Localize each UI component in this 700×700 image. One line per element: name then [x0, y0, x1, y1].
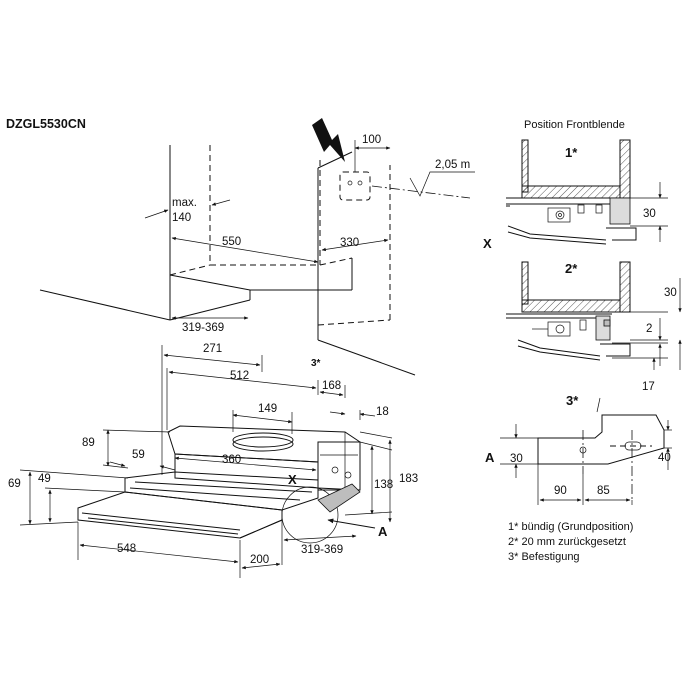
marker-1: 1*: [565, 145, 578, 160]
position-title: Position Frontblende: [524, 119, 625, 131]
legend: 1* bündig (Grundposition) 2* 20 mm zurüc…: [508, 521, 633, 563]
detail-1: 1* 30: [506, 139, 668, 245]
electric-lightning-icon: [312, 118, 345, 162]
dim-360: 360: [222, 454, 241, 466]
dim-319-369-main: 319-369: [301, 544, 343, 556]
detail3-dim-40: 40: [658, 452, 671, 464]
hood-main-view: 3* 271 512 168 149 18: [8, 343, 418, 578]
dim-200: 200: [250, 554, 269, 566]
legend-item-1: 1* bündig (Grundposition): [508, 521, 633, 533]
dim-89: 89: [82, 437, 95, 449]
detail-3: 3* A 30 40 90 85: [485, 393, 672, 505]
installation-view: max. 140 550 330 319-369 100 2,05 m: [39, 118, 475, 376]
marker-x-main: X: [288, 472, 297, 487]
dim-183: 183: [399, 473, 418, 485]
dim-59: 59: [132, 449, 145, 461]
dim-168: 168: [322, 380, 341, 392]
legend-item-3: 3* Befestigung: [508, 551, 580, 563]
dim-330: 330: [340, 237, 359, 249]
marker-2: 2*: [565, 261, 578, 276]
dim-319-369-top: 319-369: [182, 322, 224, 334]
dim-550: 550: [222, 236, 241, 248]
dim-49: 49: [38, 473, 51, 485]
dim-18: 18: [376, 406, 389, 418]
dim-69: 69: [8, 478, 21, 490]
detail2-dim-30: 30: [664, 287, 677, 299]
max-value: 140: [172, 212, 191, 224]
detail1-dim-30: 30: [643, 208, 656, 220]
detail2-dim-17: 17: [642, 381, 655, 393]
dim-548: 548: [117, 543, 136, 555]
marker-a-left: A: [485, 450, 495, 465]
detail3-dim-90: 90: [554, 485, 567, 497]
dim-149: 149: [258, 403, 277, 415]
model-title: DZGL5530CN: [6, 117, 86, 131]
dim-512: 512: [230, 370, 249, 382]
dim-271: 271: [203, 343, 222, 355]
marker-a-main: A: [378, 524, 388, 539]
detail-2: 2* 30 2 17: [506, 261, 682, 393]
legend-item-2: 2* 20 mm zurückgesetzt: [508, 536, 626, 548]
detail3-dim-85: 85: [597, 485, 610, 497]
marker-x-left: X: [483, 236, 492, 251]
dim-100: 100: [362, 134, 381, 146]
marker-3: 3*: [566, 393, 579, 408]
detail3-dim-30: 30: [510, 453, 523, 465]
marker-3-main: 3*: [311, 358, 321, 369]
dim-2-05m: 2,05 m: [435, 159, 470, 171]
detail2-dim-2: 2: [646, 323, 652, 335]
max-label: max.: [172, 197, 197, 209]
